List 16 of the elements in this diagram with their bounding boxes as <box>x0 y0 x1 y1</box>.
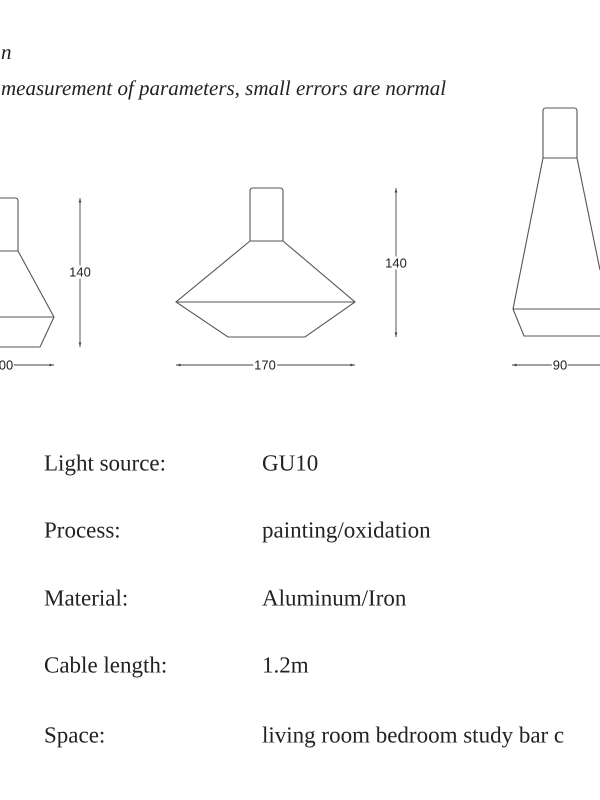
spec-value: painting/oxidation <box>262 517 431 543</box>
dimension-label: 90 <box>552 358 568 372</box>
spec-label: Process: <box>44 517 121 543</box>
dimension-label: 170 <box>253 358 277 372</box>
spec-value: Aluminum/Iron <box>262 585 406 611</box>
spec-value: GU10 <box>262 450 318 476</box>
spec-label: Space: <box>44 722 106 748</box>
dimension-label: 140 <box>384 256 408 270</box>
spec-label: Material: <box>44 585 128 611</box>
note-text: n <box>1 42 12 63</box>
spec-value: living room bedroom study bar c <box>262 722 564 748</box>
note-text: measurement of parameters, small errors are normal <box>1 78 446 99</box>
spec-value: 1.2m <box>262 652 309 678</box>
dimension-label: 140 <box>68 266 92 278</box>
spec-label: Light source: <box>44 450 166 476</box>
spec-label: Cable length: <box>44 652 168 678</box>
